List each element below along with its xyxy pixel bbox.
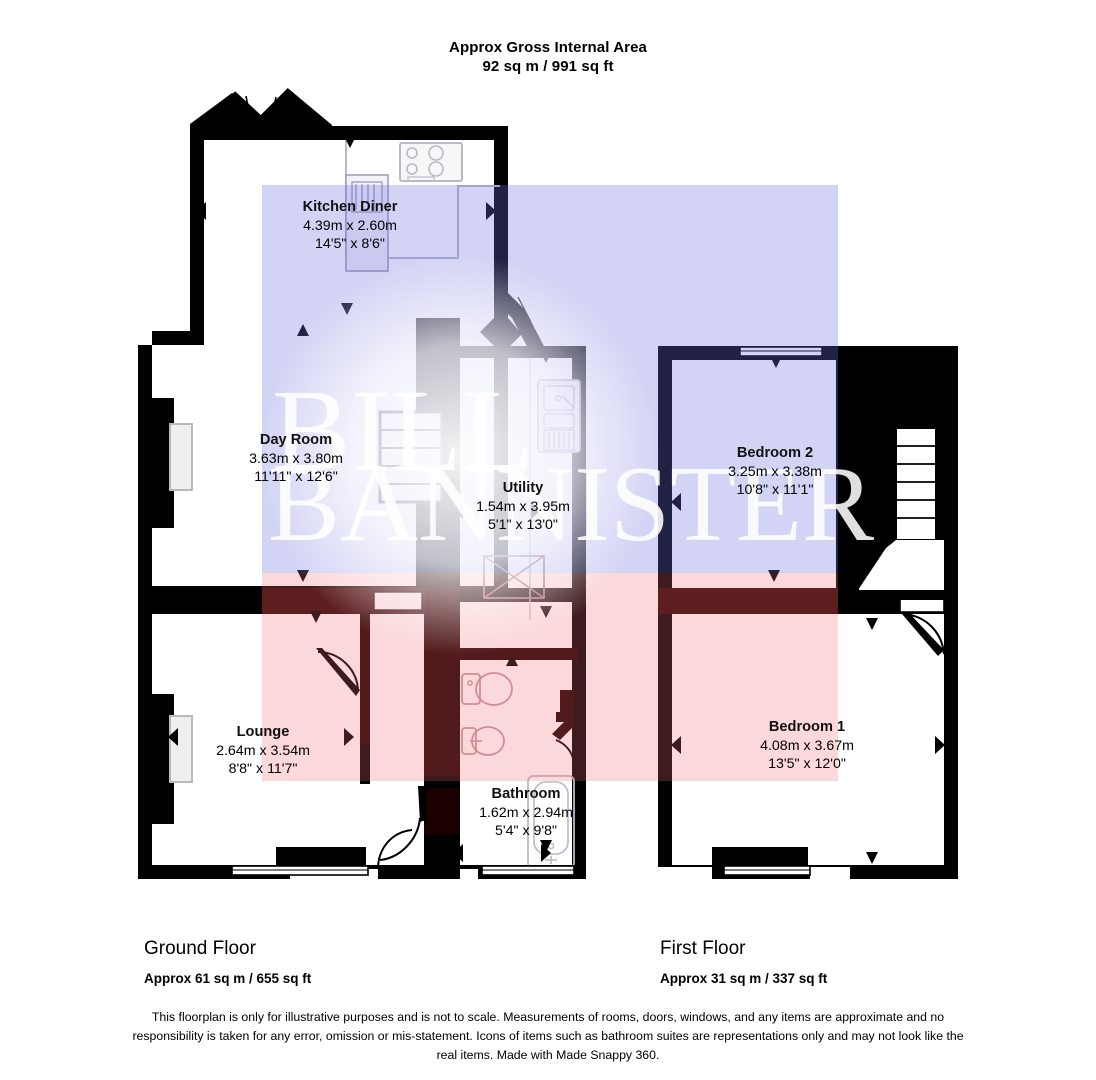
gf-kitchen-fixtures — [345, 140, 500, 272]
ff-wall-bed2-bottom — [658, 588, 838, 614]
room-label-lounge: Lounge 2.64m x 3.54m 8'8" x 11'7" — [216, 724, 310, 777]
gf-windows — [231, 865, 575, 876]
room-label-day-room: Day Room 3.63m x 3.80m 11'11" x 12'6" — [249, 432, 343, 485]
gf-wall-lounge-right — [360, 612, 370, 744]
gf-wall-bath-left — [448, 648, 460, 874]
gf-wall-hall-bottom — [424, 776, 460, 788]
room-label-kitchen-diner: Kitchen Diner 4.39m x 2.60m 14'5" x 8'6" — [302, 199, 398, 252]
ff-door-swing-bed1 — [903, 613, 945, 655]
radiator-icon — [345, 174, 389, 272]
ff-door-leaf-bed1 — [902, 614, 944, 656]
gf-wall-mid — [138, 588, 268, 614]
ground-floor-area: Approx 61 sq m / 655 sq ft — [144, 971, 312, 986]
first-floor-plan — [658, 346, 958, 879]
ff-view-arrows — [671, 356, 945, 864]
gf-chimney-dayroom — [138, 398, 174, 528]
ground-floor-title: Ground Floor — [144, 938, 256, 959]
gf-chimney-lounge — [138, 694, 174, 824]
room-label-bathroom: Bathroom 1.62m x 2.94m 5'4" x 9'8" — [479, 786, 573, 839]
gf-gable — [191, 88, 331, 138]
room-label-utility: Utility 1.54m x 3.95m 5'1" x 13'0" — [476, 480, 570, 533]
floor-caption-ground: Ground Floor Approx 61 sq m / 655 sq ft — [144, 938, 311, 986]
gf-door-swing-hall — [379, 817, 421, 861]
gf-door-leaf-lounge — [316, 648, 360, 696]
disclaimer-text: This floorplan is only for illustrative … — [132, 1010, 964, 1062]
ff-staircase — [895, 427, 937, 541]
wc-icon — [461, 673, 481, 705]
gf-door-leaf-hall — [418, 786, 426, 822]
ff-wall-bed2-right — [836, 360, 850, 606]
gf-wall-hall-bottom-b — [424, 834, 460, 879]
floor-caption-first: First Floor Approx 31 sq m / 337 sq ft — [660, 938, 827, 986]
gf-front-door-swing — [377, 829, 413, 870]
first-floor-title: First Floor — [660, 938, 746, 959]
gross-area-value: 92 sq m / 991 sq ft — [482, 58, 614, 75]
room-label-bedroom-1: Bedroom 1 4.08m x 3.67m 13'5" x 12'0" — [760, 719, 854, 772]
room-label-bedroom-2: Bedroom 2 3.25m x 3.38m 10'8" x 11'1" — [728, 445, 822, 498]
watermark-line-2: BANNISTER — [268, 445, 874, 564]
gf-wall-bath-right-u — [560, 690, 574, 712]
watermark-line-1: BILL — [272, 365, 534, 496]
gf-door-swing-bath — [555, 739, 575, 763]
ff-landing — [858, 540, 944, 590]
gf-wall-lounge-right-b — [360, 744, 370, 784]
first-floor-area: Approx 31 sq m / 337 sq ft — [660, 971, 828, 986]
watermark: BILL BANNISTER — [260, 255, 874, 655]
gross-area-label: Approx Gross Internal Area — [449, 39, 647, 56]
page-title: Approx Gross Internal Area 92 sq m / 991… — [0, 38, 1096, 76]
gf-fireplace-dayroom — [169, 423, 193, 491]
ff-landing-arc — [857, 543, 887, 593]
gf-gable-arc — [245, 95, 277, 141]
gf-bath-door-jamb — [552, 712, 574, 740]
